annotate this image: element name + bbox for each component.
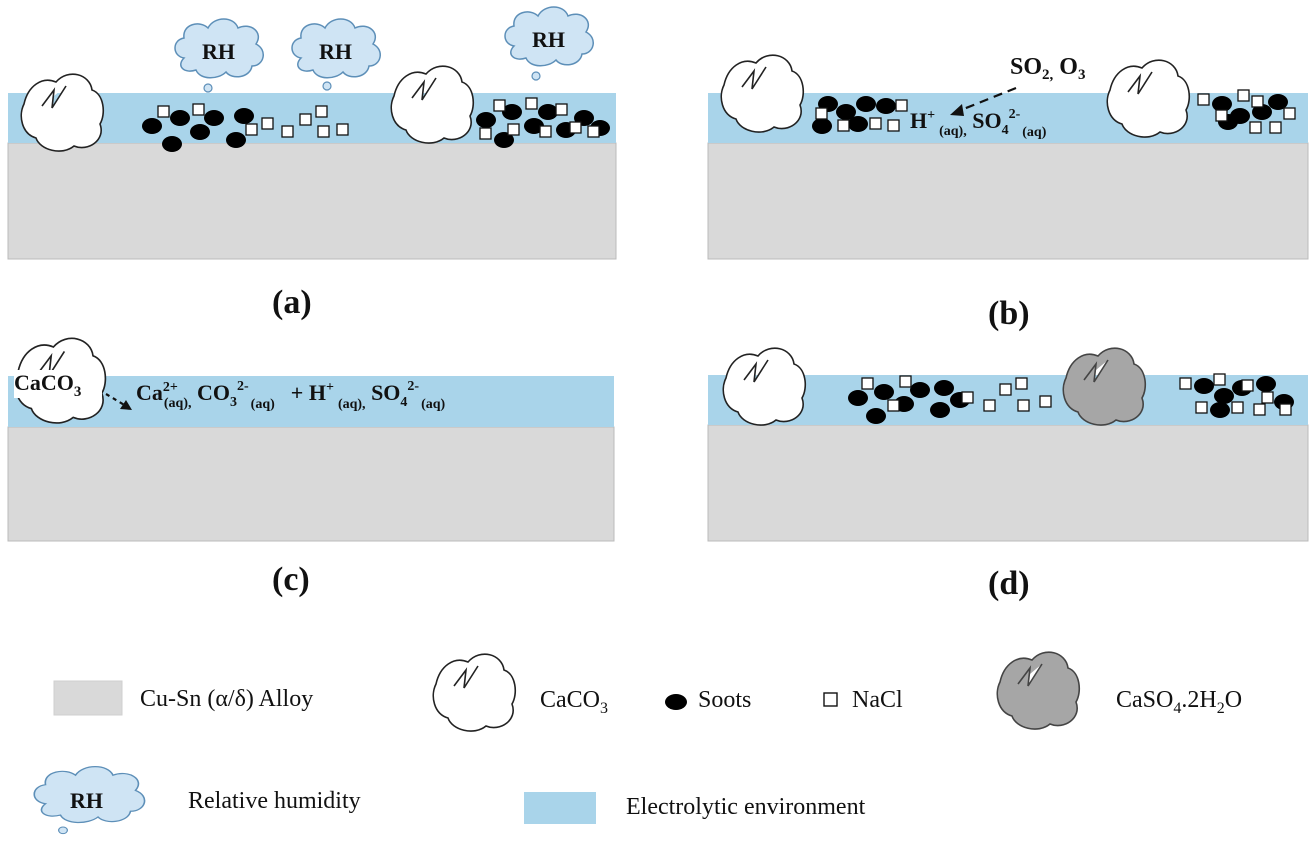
legend-rh-icon-label: RH	[70, 788, 103, 813]
caco3-label: CaCO	[14, 370, 74, 395]
legend-rh-label: Relative humidity	[188, 788, 361, 814]
panel-c: CaCO3 Ca2+(aq), CO32-(aq)+ H+(aq), SO42-…	[7, 337, 615, 598]
legend-soot-icon	[665, 694, 687, 710]
dissolve-arrow	[105, 393, 127, 407]
panel-caption: (c)	[272, 561, 310, 598]
rh-cloud: RH	[291, 18, 381, 91]
legend-caco3-icon	[432, 653, 517, 732]
legend-electrolyte-label: Electrolytic environment	[626, 794, 866, 820]
panel-caption: (d)	[988, 565, 1030, 602]
ion-h: H	[910, 108, 927, 133]
legend-alloy-label: Cu-Sn (α/δ) Alloy	[140, 686, 313, 712]
legend-caso4-icon	[996, 651, 1081, 730]
alloy-layer	[7, 142, 617, 260]
nacl-cluster	[861, 375, 1052, 412]
legend: Cu-Sn (α/δ) Alloy CaCO3 Soots NaCl CaSO4…	[33, 651, 1242, 835]
rh-label: RH	[319, 39, 352, 64]
alloy-layer	[7, 426, 615, 542]
gas-arrow	[955, 86, 1017, 114]
legend-soot-label: Soots	[698, 687, 751, 713]
legend-caco3-label: CaCO	[540, 687, 600, 713]
panel-caption: (a)	[272, 284, 312, 321]
gas-arrowhead	[950, 104, 964, 116]
nacl-cluster	[1197, 89, 1296, 134]
nacl-cluster	[157, 103, 349, 138]
legend-nacl-icon	[823, 692, 838, 707]
svg-text:Ca2+(aq), CO32-(aq)+ H+(aq), S: Ca2+(aq), CO32-(aq)+ H+(aq), SO42-(aq)	[136, 379, 446, 412]
electrolyte-layer	[8, 376, 614, 427]
alloy-layer	[707, 424, 1309, 542]
panel-b: SO2, O3 H+(aq), SO42-(aq) (b)	[707, 54, 1309, 332]
alloy-layer	[707, 142, 1309, 260]
rh-label: RH	[532, 27, 565, 52]
panel-d: (d)	[707, 347, 1309, 602]
rh-label: RH	[202, 39, 235, 64]
legend-caso4-label: CaSO	[1116, 687, 1173, 713]
panel-caption: (b)	[988, 295, 1030, 332]
legend-nacl-label: NaCl	[852, 687, 903, 713]
legend-rh-cloud-icon	[33, 765, 146, 835]
nacl-cluster	[815, 99, 908, 132]
svg-text:SO2, O3: SO2, O3	[1010, 54, 1085, 83]
soot-cluster	[142, 108, 254, 152]
rh-cloud: RH	[504, 6, 594, 81]
ion-ca: Ca	[136, 380, 163, 405]
rh-cloud: RH	[174, 18, 264, 93]
svg-text:CaCO3: CaCO3	[540, 687, 608, 717]
panel-a: RH RH RH	[7, 6, 617, 321]
nacl-cluster	[479, 97, 600, 140]
soot-cluster	[1212, 94, 1288, 130]
nacl-cluster	[1179, 373, 1292, 416]
svg-text:CaCO3: CaCO3	[14, 370, 81, 400]
legend-alloy-swatch	[53, 680, 123, 716]
svg-text:CaSO4.2H2O: CaSO4.2H2O	[1116, 687, 1242, 717]
soot-cluster	[1194, 376, 1294, 418]
legend-electrolyte-swatch	[524, 792, 596, 824]
svg-text:H+(aq), SO42-(aq): H+(aq), SO42-(aq)	[910, 107, 1047, 140]
gas-so2: SO	[1010, 54, 1042, 80]
